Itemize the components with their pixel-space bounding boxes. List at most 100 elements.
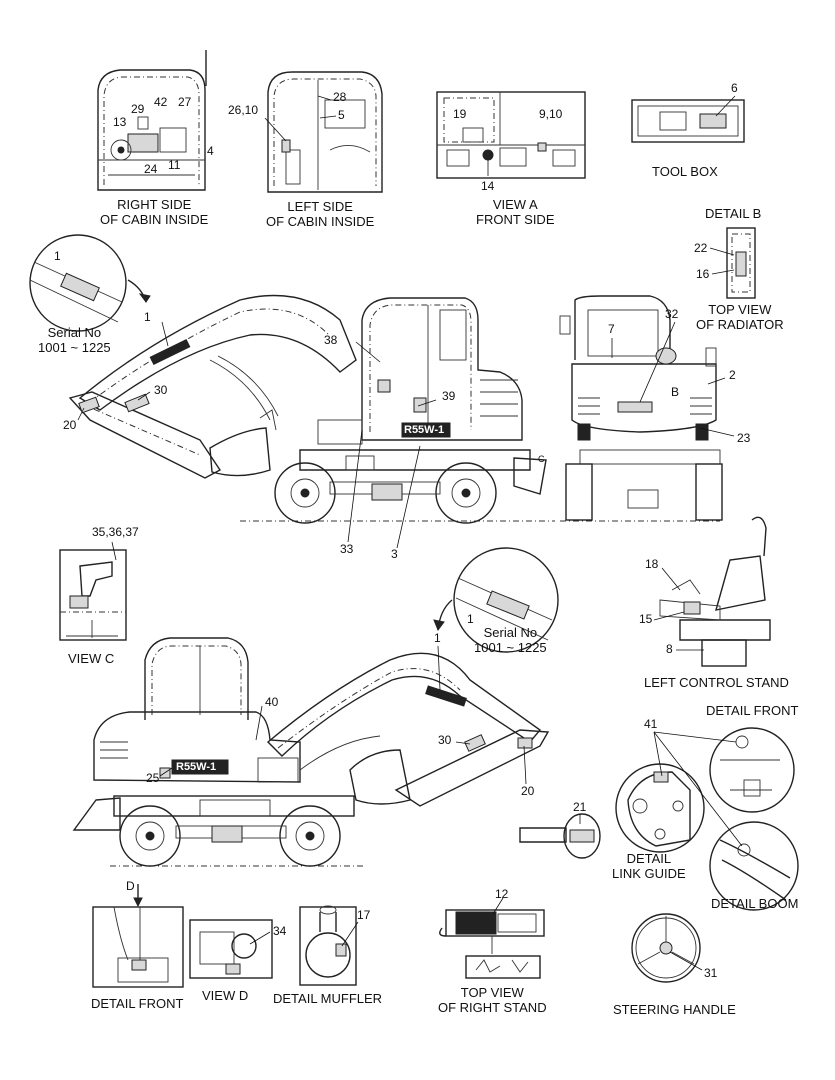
part-number-40: 40: [265, 695, 279, 709]
caption-line: 1001 ~ 1225: [474, 640, 547, 655]
caption-line: Serial No: [483, 625, 538, 640]
part-number-1-boom-top: 1: [144, 310, 151, 324]
part-number-8: 8: [666, 642, 673, 656]
view-marker-c: C: [538, 454, 545, 464]
cabin-right-side-drawing: [97, 50, 207, 191]
caption-line: OF RIGHT STAND: [438, 1000, 547, 1015]
excavator-side-view-mid: [72, 637, 550, 867]
part-number-6: 6: [731, 81, 738, 95]
part-number-28: 28: [333, 90, 347, 104]
part-number-9-10: 9,10: [539, 107, 563, 121]
caption-line: OF CABIN INSIDE: [100, 212, 209, 227]
caption-steering-handle: STEERING HANDLE: [613, 1002, 736, 1017]
part-number-20-mid: 20: [521, 784, 535, 798]
detail-circles-right: [615, 727, 799, 911]
serial-decal-detail-circle-mid: [433, 547, 559, 653]
part-number-2: 2: [729, 368, 736, 382]
caption-detail-front-right: DETAIL FRONT: [706, 703, 799, 718]
part-number-26-10: 26,10: [228, 103, 259, 117]
caption-line: DETAIL: [626, 851, 672, 866]
caption-line: RIGHT SIDE: [117, 197, 192, 212]
model-decal-top: R55W-1: [404, 424, 445, 436]
caption-top-view-right-stand: TOP VIEW OF RIGHT STAND: [438, 985, 547, 1015]
steering-handle-drawing: [631, 913, 703, 983]
part-number-42: 42: [154, 95, 168, 109]
detail-front-bottom-drawing: [92, 884, 184, 988]
caption-line: OF RADIATOR: [696, 317, 784, 332]
part-number-30-mid: 30: [438, 733, 452, 747]
caption-view-d: VIEW D: [202, 988, 249, 1003]
view-marker-b: B: [671, 385, 680, 399]
part-number-35-36-37: 35,36,37: [92, 525, 139, 539]
caption-detail-front-bottom: DETAIL FRONT: [91, 996, 184, 1011]
caption-tool-box: TOOL BOX: [652, 164, 718, 179]
caption-line: TOP VIEW: [708, 302, 772, 317]
part-number-31: 31: [704, 966, 718, 980]
caption-view-a: VIEW A FRONT SIDE: [476, 197, 555, 227]
caption-top-view-radiator: TOP VIEW OF RADIATOR: [696, 302, 784, 332]
part-number-21: 21: [573, 800, 587, 814]
part-number-1-boom-mid: 1: [434, 631, 441, 645]
part-number-22: 22: [694, 241, 708, 255]
serial-decal-detail-circle-top: [29, 234, 151, 332]
caption-left-control-stand: LEFT CONTROL STAND: [644, 675, 789, 690]
part-number-12: 12: [495, 887, 509, 901]
caption-serial-top: Serial No 1001 ~ 1225: [38, 325, 111, 355]
part-number-16: 16: [696, 267, 710, 281]
left-control-stand-drawing: [653, 516, 771, 667]
part-number-7: 7: [608, 322, 615, 336]
cabin-left-side-drawing: [264, 71, 383, 193]
caption-line: TOP VIEW: [460, 985, 524, 1000]
part-number-1-circle-top: 1: [54, 249, 61, 263]
part-number-1-circle-mid: 1: [467, 612, 474, 626]
part-number-19: 19: [453, 107, 467, 121]
part-number-25: 25: [146, 771, 160, 785]
part-number-29: 29: [131, 102, 145, 116]
right-stand-top-view-drawing: [439, 897, 545, 979]
excavator-rear-view: [559, 295, 735, 522]
part-number-14: 14: [481, 179, 495, 193]
part-number-4: 4: [207, 144, 214, 158]
caption-line: 1001 ~ 1225: [38, 340, 111, 355]
caption-detail-link-guide: DETAIL LINK GUIDE: [612, 851, 686, 881]
part-number-11: 11: [168, 158, 181, 172]
part-number-13: 13: [113, 115, 127, 129]
caption-line: OF CABIN INSIDE: [266, 214, 375, 229]
part-number-5: 5: [338, 108, 345, 122]
part-number-24: 24: [144, 162, 158, 176]
part-number-20-top: 20: [63, 418, 77, 432]
view-marker-d: D: [126, 879, 135, 893]
part-number-32: 32: [665, 307, 679, 321]
caption-detail-b: DETAIL B: [705, 206, 762, 221]
excavator-side-view-top: [68, 294, 555, 549]
part-number-15: 15: [639, 612, 653, 626]
caption-detail-muffler: DETAIL MUFFLER: [273, 991, 383, 1006]
caption-line: LINK GUIDE: [612, 866, 686, 881]
tool-box-drawing: [631, 95, 745, 143]
part-number-33: 33: [340, 542, 354, 556]
part-number-41: 41: [644, 717, 658, 731]
part-21-drawing: [519, 813, 601, 859]
caption-view-c: VIEW C: [68, 651, 115, 666]
view-d-drawing: [189, 919, 273, 979]
part-number-17: 17: [357, 908, 371, 922]
model-decal-mid: R55W-1: [176, 761, 217, 773]
caption-detail-boom: DETAIL BOOM: [711, 896, 799, 911]
detail-muffler-drawing: [299, 905, 359, 986]
part-number-27: 27: [178, 95, 192, 109]
part-number-30-top: 30: [154, 383, 168, 397]
view-c-drawing: [59, 541, 127, 641]
caption-line: Serial No: [47, 325, 102, 340]
caption-serial-mid: Serial No 1001 ~ 1225: [474, 625, 547, 655]
caption-line: LEFT SIDE: [287, 199, 353, 214]
caption-line: FRONT SIDE: [476, 212, 555, 227]
caption-right-side-cabin: RIGHT SIDE OF CABIN INSIDE: [100, 197, 208, 227]
view-a-front-side-drawing: [436, 91, 586, 179]
part-number-34: 34: [273, 924, 287, 938]
caption-line: VIEW A: [492, 197, 538, 212]
part-number-39: 39: [442, 389, 456, 403]
caption-left-side-cabin: LEFT SIDE OF CABIN INSIDE: [266, 199, 374, 229]
part-number-38: 38: [324, 333, 338, 347]
